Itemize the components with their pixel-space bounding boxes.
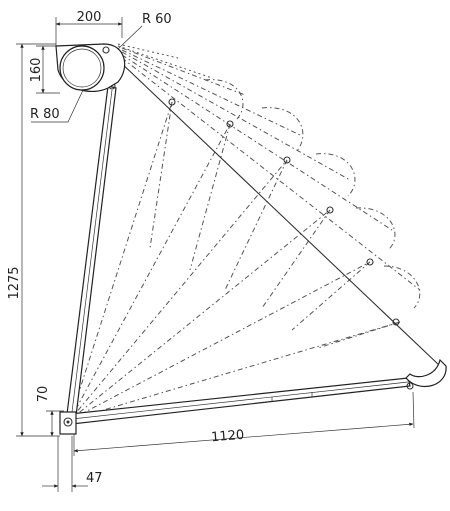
dimension-lines [16,17,415,492]
dim-arm-length: 1120 [211,428,245,446]
folded-arm [66,82,117,417]
pivot-bracket [59,411,77,435]
ghost-arm-positions [69,43,421,421]
extended-arm [69,377,411,425]
dim-bottom-offset: 47 [86,471,103,486]
dim-cassette-radius: R 60 [142,12,172,27]
dim-roller-radius: R 80 [30,107,60,122]
dim-cassette-height: 160 [29,58,44,83]
dim-total-height: 1275 [7,266,22,299]
cassette [55,43,126,92]
front-bar [405,358,447,390]
dimension-labels: 200 R 60 160 R 80 1275 70 1120 47 [7,10,245,486]
dim-pivot-offset: 70 [36,386,51,403]
roller-tube [59,45,105,91]
fabric-line [117,59,441,367]
dim-top-width: 200 [77,10,102,25]
